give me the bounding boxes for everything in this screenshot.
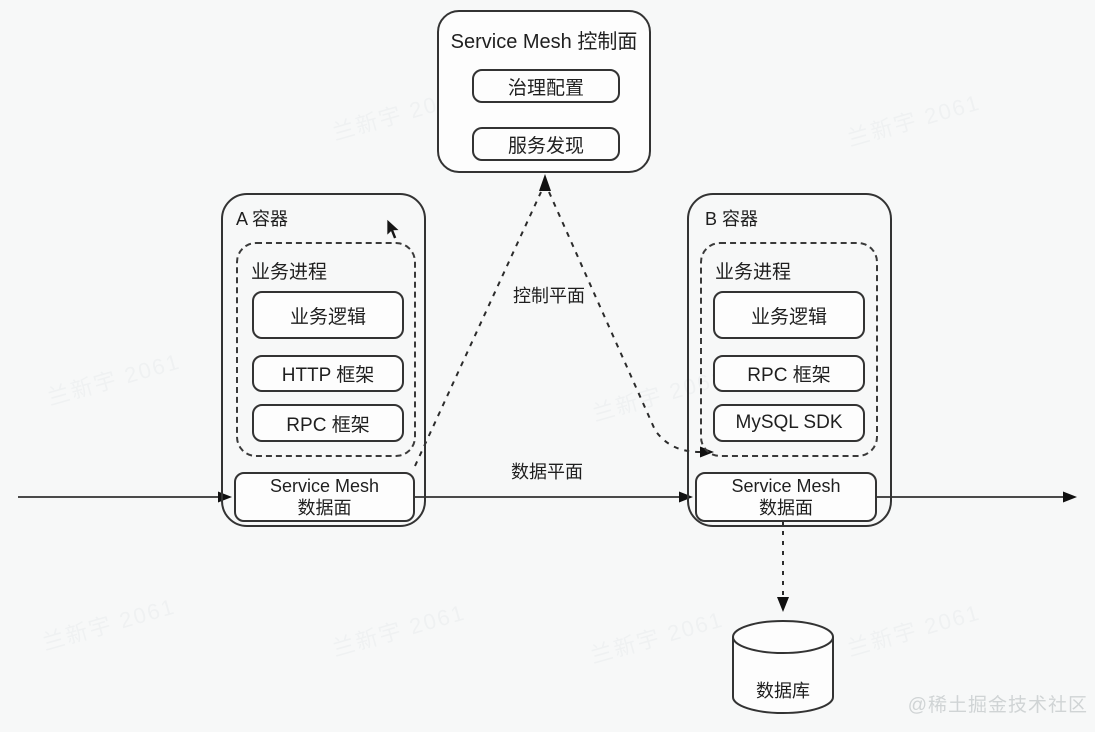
control-plane-box: Service Mesh 控制面 治理配置 服务发现	[437, 10, 651, 173]
business-logic-box-b: 业务逻辑	[713, 291, 865, 339]
service-discovery-box: 服务发现	[472, 127, 620, 161]
service-mesh-dataplane-a: Service Mesh 数据面	[234, 472, 415, 522]
control-line-from-a	[414, 191, 542, 467]
rpc-framework-box-a: RPC 框架	[252, 404, 404, 442]
data-plane-arrowhead-into-b	[679, 491, 693, 503]
business-logic-box-a: 业务逻辑	[252, 291, 404, 339]
mysql-sdk-box: MySQL SDK	[713, 404, 865, 442]
container-a: A 容器 业务进程 业务逻辑 HTTP 框架 RPC 框架 Service Me…	[221, 193, 426, 527]
mesh-a-line1: Service Mesh	[269, 476, 380, 496]
data-plane-arrowhead-right	[1063, 491, 1077, 503]
rpc-framework-box-b: RPC 框架	[713, 355, 865, 392]
juejin-watermark: @稀土掘金技术社区	[907, 695, 1088, 716]
container-b-process-box: 业务进程 业务逻辑 RPC 框架 MySQL SDK	[700, 242, 878, 457]
container-a-label: A 容器	[236, 209, 289, 229]
governance-config-box: 治理配置	[472, 69, 620, 103]
control-plane-title: Service Mesh 控制面	[450, 31, 638, 53]
service-mesh-dataplane-b: Service Mesh 数据面	[695, 472, 877, 522]
control-plane-lines	[414, 191, 701, 467]
container-b: B 容器 业务进程 业务逻辑 RPC 框架 MySQL SDK Service …	[687, 193, 892, 527]
database-label: 数据库	[756, 681, 810, 701]
process-a-label: 业务进程	[251, 262, 328, 283]
data-plane-edge-label: 数据平面	[511, 462, 583, 482]
mouse-cursor-icon	[386, 219, 401, 240]
http-framework-box: HTTP 框架	[252, 355, 404, 392]
mesh-b-line2: 数据面	[759, 498, 813, 518]
control-plane-arrowhead-up	[539, 174, 551, 191]
control-plane-edge-label: 控制平面	[513, 286, 585, 306]
mesh-b-line1: Service Mesh	[731, 476, 841, 496]
container-a-process-box: 业务进程 业务逻辑 HTTP 框架 RPC 框架	[236, 242, 416, 457]
process-b-label: 业务进程	[715, 262, 792, 283]
mesh-a-line2: 数据面	[297, 498, 352, 518]
database-cylinder	[732, 620, 834, 714]
db-arrowhead-down	[777, 597, 789, 612]
container-b-label: B 容器	[705, 209, 759, 229]
data-plane-line	[18, 491, 1077, 503]
control-line-to-b	[548, 191, 701, 453]
